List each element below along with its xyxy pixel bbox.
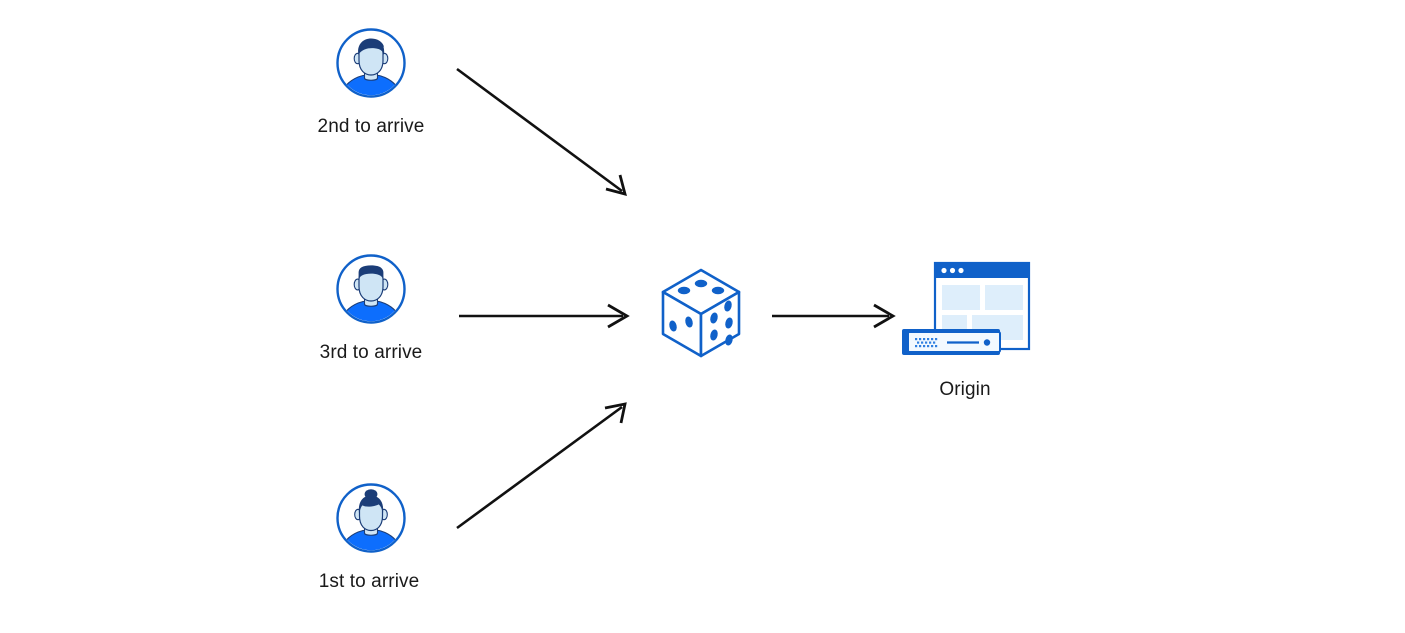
- arrow-balancer-to-origin: [772, 303, 896, 329]
- random-balancer[interactable]: [657, 266, 745, 360]
- client-bottom[interactable]: [335, 482, 407, 554]
- arrow-client-middle-to-balancer: [459, 303, 630, 329]
- user-avatar-icon: [336, 483, 406, 553]
- client-middle-label: 3rd to arrive: [319, 342, 423, 363]
- client-top-label: 2nd to arrive: [317, 116, 425, 137]
- server-device-icon: [902, 329, 1001, 355]
- user-avatar-icon: [336, 28, 406, 98]
- origin-label: Origin: [939, 379, 991, 400]
- client-bottom-label: 1st to arrive: [318, 571, 420, 592]
- arrow-client-bottom-to-balancer: [456, 402, 627, 530]
- origin-server-icon: [902, 261, 1031, 355]
- arrow-client-top-to-balancer: [456, 67, 627, 196]
- user-avatar-icon: [336, 254, 406, 324]
- client-middle[interactable]: [335, 253, 407, 325]
- dice-icon: [661, 268, 741, 358]
- client-top[interactable]: [335, 27, 407, 99]
- origin-node[interactable]: [895, 258, 1035, 363]
